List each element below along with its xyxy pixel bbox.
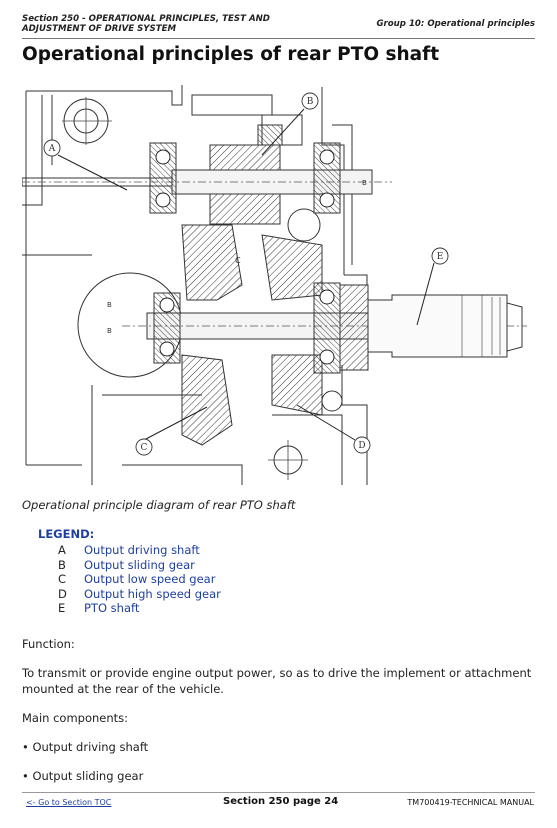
legend-item: E PTO shaft [58, 601, 221, 616]
legend-label: Output high speed gear [84, 586, 221, 601]
section-title-line2: ADJUSTMENT OF DRIVE SYSTEM [22, 24, 176, 34]
diagram-caption: Operational principle diagram of rear PT… [22, 498, 296, 512]
diagram-label-b3: B [362, 179, 367, 187]
callout-d: D [358, 441, 365, 451]
diagram-label-c: C [235, 256, 241, 265]
footer-divider [22, 792, 535, 793]
legend-key: A [58, 543, 66, 557]
section-toc-link[interactable]: <- Go to Section TOC [26, 798, 112, 807]
legend-label: PTO shaft [84, 601, 140, 616]
page-number: Section 250 page 24 [223, 796, 339, 807]
legend-label: Output sliding gear [84, 557, 195, 572]
legend-key: C [58, 572, 67, 587]
component-item: • Output sliding gear [22, 769, 144, 783]
pto-shaft-diagram: C B B B A B C D E [22, 85, 528, 485]
callout-b: B [307, 97, 314, 107]
legend-item: B Output sliding gear [58, 558, 221, 573]
legend-list: A Output driving shaft B Output sliding … [58, 543, 221, 616]
function-text: To transmit or provide engine output pow… [22, 666, 532, 696]
legend-title: LEGEND: [38, 527, 95, 541]
legend-item: C Output low speed gear [58, 572, 221, 587]
header-divider [22, 38, 535, 39]
group-title: Group 10: Operational principles [376, 19, 535, 29]
manual-id: TM700419-TECHNICAL MANUAL [407, 798, 534, 807]
main-components-heading: Main components: [22, 711, 129, 725]
section-title: Section 250 - OPERATIONAL PRINCIPLES, TE… [22, 14, 270, 34]
page-title: Operational principles of rear PTO shaft [22, 44, 440, 65]
legend-item: D Output high speed gear [58, 587, 221, 602]
legend-label: Output low speed gear [84, 572, 216, 587]
callout-c: C [141, 443, 148, 453]
callout-a: A [48, 144, 56, 154]
callout-e: E [437, 252, 444, 262]
legend-label: Output driving shaft [84, 543, 200, 557]
legend-key: D [58, 586, 67, 601]
page-header: Section 250 - OPERATIONAL PRINCIPLES, TE… [22, 10, 535, 38]
function-heading: Function: [22, 637, 75, 651]
legend-item: A Output driving shaft [58, 543, 221, 558]
component-item: • Output driving shaft [22, 740, 149, 754]
diagram-label-b2: B [107, 327, 112, 335]
legend-key: B [58, 557, 66, 572]
section-title-line1: Section 250 - OPERATIONAL PRINCIPLES, TE… [22, 14, 270, 24]
diagram-label-b1: B [107, 301, 112, 309]
legend-key: E [58, 601, 66, 616]
